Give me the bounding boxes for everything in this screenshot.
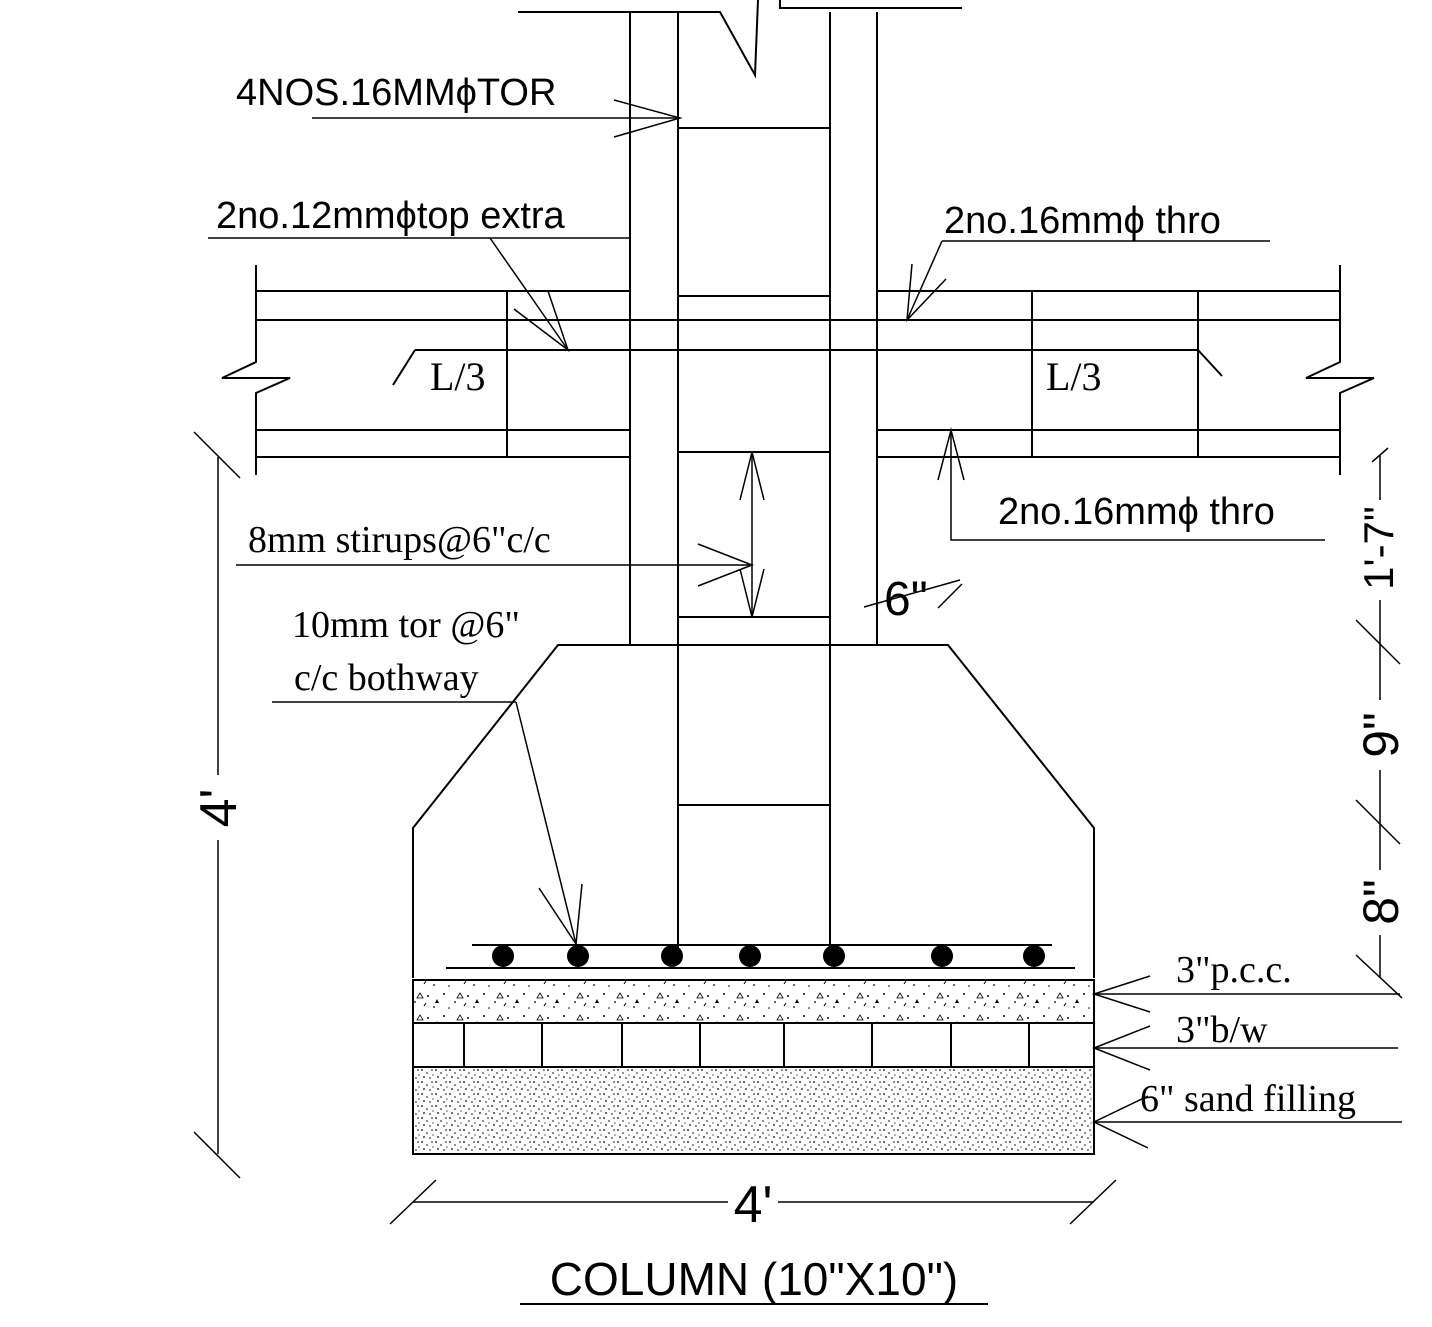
rebar-bar (823, 945, 845, 967)
sand-callout: 6" sand filling (1092, 1078, 1402, 1149)
drawing-title: COLUMN (10"X10") (520, 1253, 988, 1305)
sand-filling-layer (412, 1066, 1095, 1155)
top-through-label: 2no.16mmϕ thro (944, 200, 1221, 242)
column-bars-callout: 4NOS.16MMϕTOR (236, 72, 683, 138)
right-dimension-chain: 1'-7" 9" 8" (1353, 447, 1409, 999)
rebar-bar (492, 945, 514, 967)
cover-dimension: 6" (863, 573, 963, 626)
stirrups-callout: 8mm stirups@6"c/c (236, 451, 765, 618)
column-stirrups (678, 127, 830, 806)
top-through-callout: 2no.16mmϕ thro (906, 200, 1270, 323)
column-bars-label: 4NOS.16MMϕTOR (236, 72, 556, 114)
pcc-label: 3"p.c.c. (1176, 949, 1292, 991)
footing-width-dimension: 4' (389, 1176, 1117, 1234)
bottom-through-callout: 2no.16mmϕ thro (937, 427, 1325, 541)
drawing-title-text: COLUMN (10"X10") (550, 1253, 958, 1305)
column (518, 0, 962, 955)
sand-label: 6" sand filling (1140, 1078, 1356, 1120)
footing-bottom-bars (492, 945, 1045, 967)
total-depth-label: 4' (190, 789, 248, 828)
cover-dimension-label: 6" (884, 573, 928, 626)
left-span-label: L/3 (430, 354, 486, 399)
brickwork-callout: 3"b/w (1091, 1009, 1398, 1071)
footing-mesh-label-line1: 10mm tor @6" (292, 604, 520, 646)
footing-base-height-label: 8" (1353, 879, 1409, 925)
rebar-bar (739, 945, 761, 967)
footing-width-label: 4' (734, 1176, 773, 1234)
rebar-bar (567, 945, 589, 967)
pcc-callout: 3"p.c.c. (1091, 949, 1400, 1013)
rebar-bar (1023, 945, 1045, 967)
rebar-bar (931, 945, 953, 967)
plinth-beam (221, 265, 1375, 475)
rebar-bar (661, 945, 683, 967)
bottom-through-label: 2no.16mmϕ thro (998, 491, 1275, 533)
pcc-layer (412, 979, 1095, 1024)
footing-mesh-label-line2: c/c bothway (294, 657, 479, 699)
total-depth-dimension: 4' (190, 431, 248, 1179)
brickwork-label: 3"b/w (1176, 1009, 1268, 1051)
stirrups-label: 8mm stirups@6"c/c (248, 519, 551, 561)
footing-mesh-callout: 10mm tor @6" c/c bothway (272, 604, 583, 947)
top-extra-label: 2no.12mmϕtop extra (216, 195, 566, 237)
pedestal-height-label: 9" (1353, 712, 1409, 758)
footing (412, 644, 1095, 978)
beam-depth-label: 1'-7" (1355, 506, 1402, 590)
right-span-label: L/3 (1046, 354, 1102, 399)
brickwork-layer (412, 1022, 1095, 1068)
top-extra-callout: 2no.12mmϕtop extra (208, 195, 630, 353)
